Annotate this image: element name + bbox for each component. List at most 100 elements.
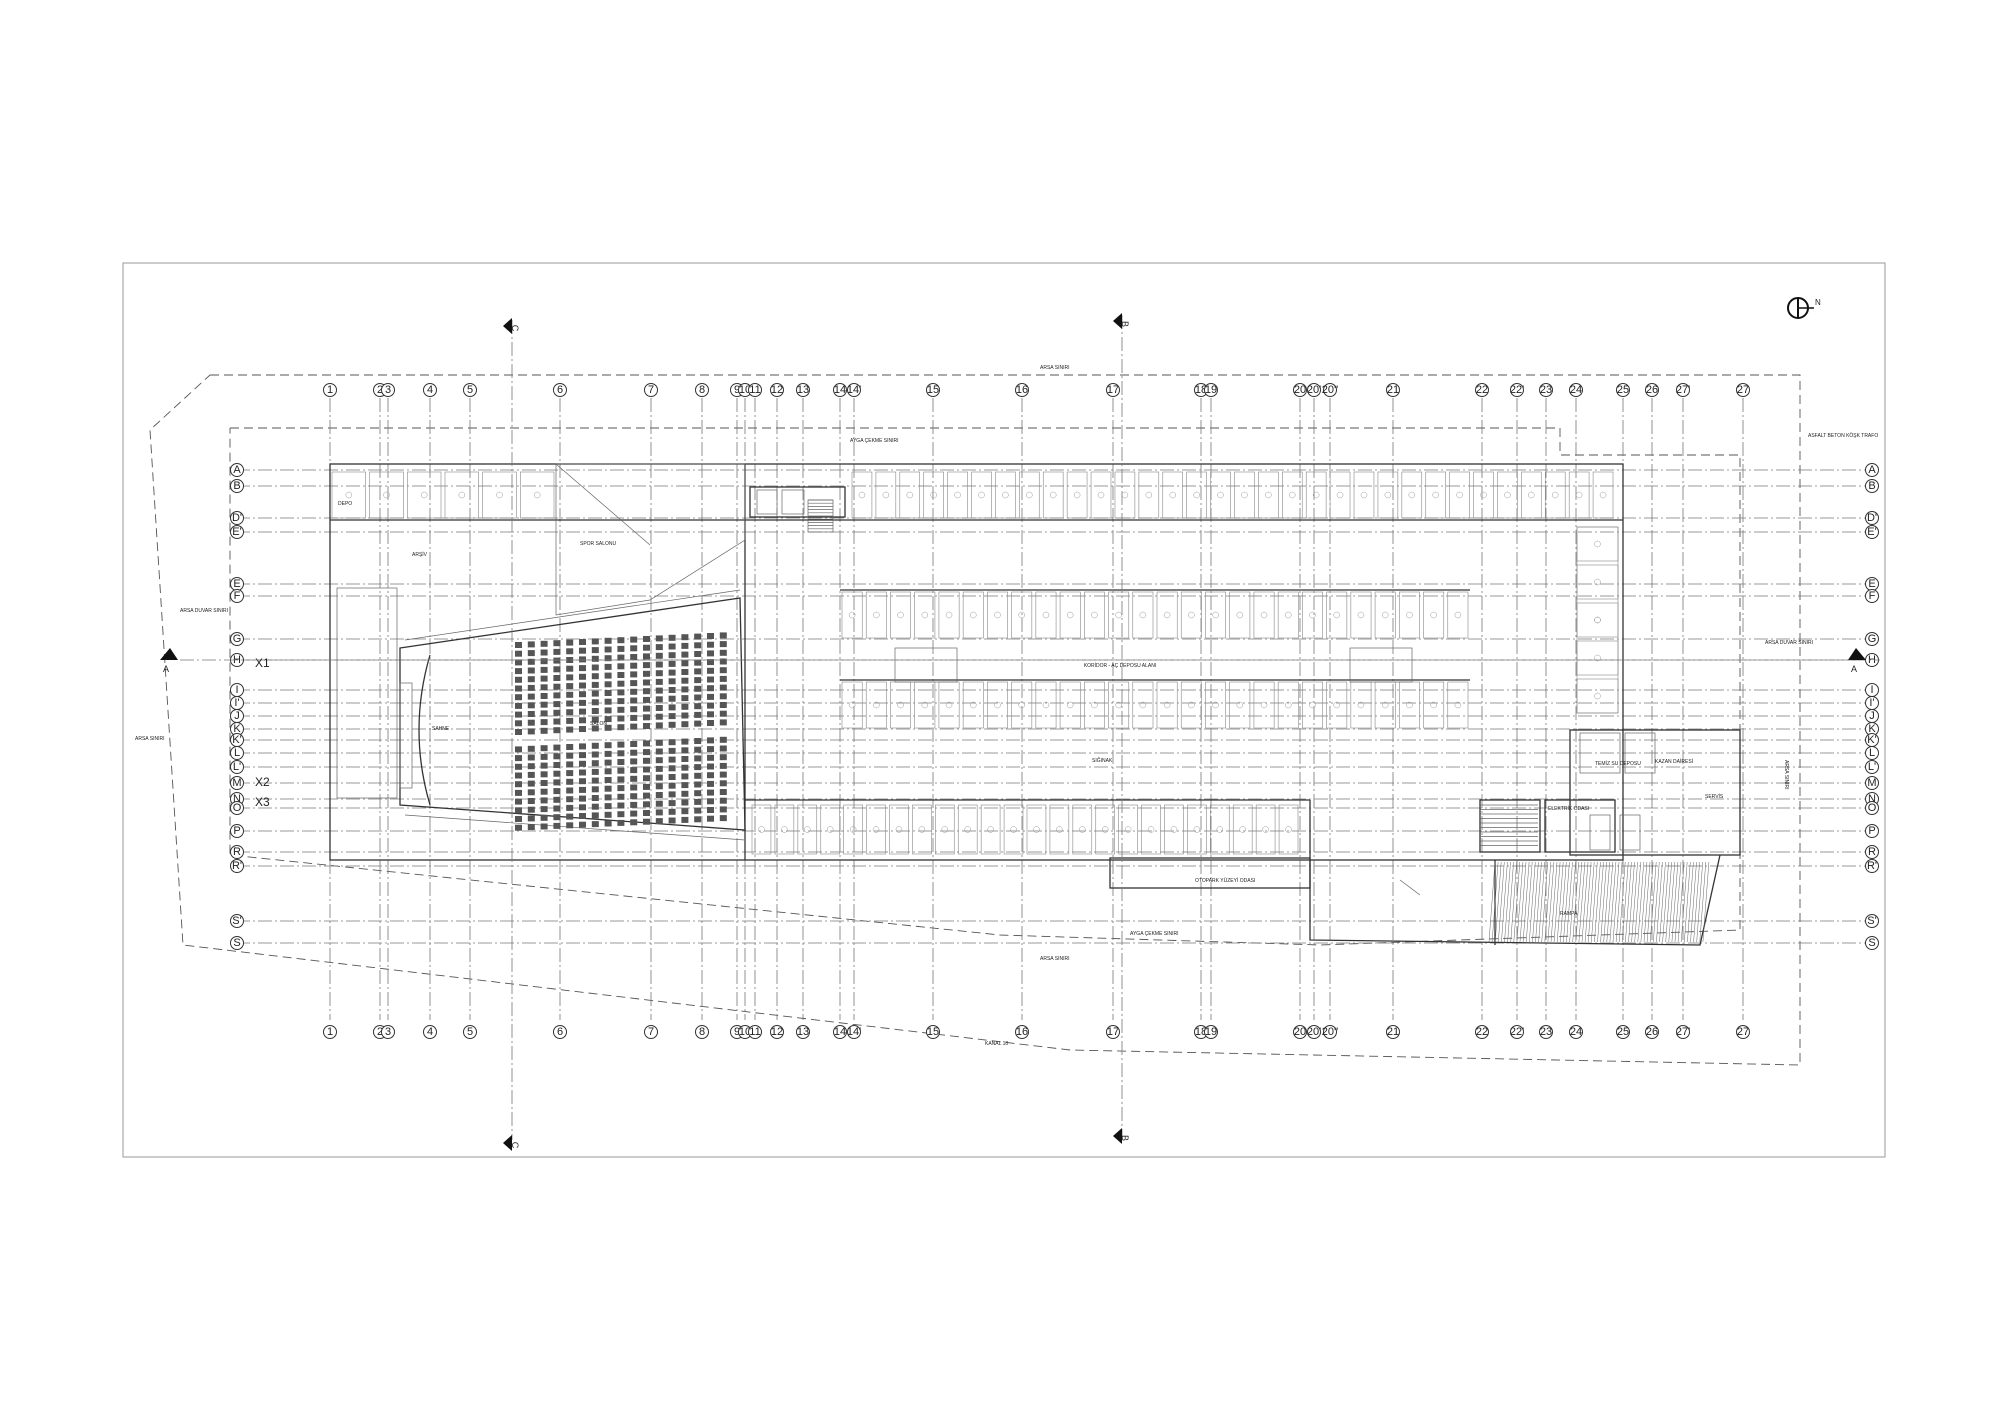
- seat: [515, 789, 522, 796]
- seat: [540, 753, 548, 760]
- seat: [527, 702, 535, 709]
- column-axis-label: 22: [1476, 384, 1488, 396]
- column-bubble-bottom: 20': [1307, 1025, 1321, 1039]
- seat: [540, 762, 548, 769]
- seat: [719, 806, 727, 813]
- parking-bay: [890, 591, 911, 639]
- parking-bay: [1162, 471, 1183, 519]
- column-bubble-top: 3: [381, 383, 395, 397]
- column-axis-label: 24: [1570, 384, 1582, 396]
- label-right-wall: ARSA DUVAR SINIRI: [1765, 640, 1813, 646]
- seat: [527, 824, 535, 831]
- seat: [515, 642, 522, 648]
- auditorium-seating: [515, 632, 727, 831]
- column-bubble-top: 20': [1307, 383, 1321, 397]
- column-axis-label: 5: [467, 384, 473, 396]
- row-bubble-right: K': [1865, 733, 1879, 747]
- seat: [681, 773, 689, 780]
- seat: [643, 670, 650, 677]
- parking-bay: [1576, 602, 1619, 638]
- seat: [617, 698, 625, 705]
- label-clean-water: TEMİZ SU DEPOSU: [1595, 760, 1641, 767]
- row-bubble-right: L: [1865, 746, 1879, 760]
- column-axis-label: 5: [467, 1026, 473, 1038]
- row-axis-label: K: [233, 723, 241, 735]
- parking-bay: [1350, 591, 1372, 639]
- seat: [591, 708, 599, 714]
- seat: [719, 675, 727, 682]
- seat: [566, 822, 574, 829]
- label-corridor: KORİDOR - AÇ DEPOSU ALANI: [1084, 662, 1157, 669]
- parking-bay: [1210, 804, 1230, 855]
- seat: [643, 662, 650, 669]
- column-axis-label: 15: [927, 384, 939, 396]
- seat: [540, 780, 548, 786]
- seat: [553, 727, 561, 734]
- seat: [515, 729, 522, 735]
- column-axis-label: 17: [1107, 384, 1119, 396]
- seat: [630, 810, 638, 817]
- parking-bay: [1253, 681, 1275, 729]
- seat: [630, 636, 638, 643]
- seat: [579, 760, 586, 767]
- column-axis-label: 6: [557, 384, 563, 396]
- seat: [668, 687, 676, 693]
- column-axis-label: 7: [648, 384, 654, 396]
- parking-bay: [889, 804, 909, 855]
- seat: [604, 803, 612, 810]
- auditorium: [336, 463, 746, 841]
- seat: [591, 786, 599, 793]
- seat: [591, 812, 599, 819]
- column-axis-label: 20: [1294, 1026, 1306, 1038]
- seat: [617, 724, 625, 731]
- column-axis-label: 9: [734, 1026, 740, 1038]
- seat: [617, 645, 625, 652]
- seat: [655, 705, 663, 711]
- seat: [527, 815, 535, 822]
- parking-bay: [1118, 804, 1138, 855]
- column-bubble-bottom: 22': [1510, 1025, 1524, 1039]
- seat: [707, 693, 714, 700]
- section-b-label-top: B: [1120, 321, 1130, 327]
- seat: [527, 684, 535, 691]
- seat: [604, 759, 612, 766]
- seat: [707, 685, 714, 692]
- seat: [694, 642, 702, 649]
- column-axis-label: 17: [1107, 1026, 1119, 1038]
- seat: [553, 666, 561, 673]
- seat: [591, 725, 599, 732]
- parking-bay: [1544, 471, 1566, 519]
- column-bubble-top: 25: [1616, 383, 1630, 397]
- column-bubble-top: 26: [1645, 383, 1659, 397]
- parking-bay: [1282, 471, 1303, 519]
- column-bubble-bottom: 5: [463, 1025, 477, 1039]
- parking-bay: [1592, 471, 1614, 519]
- section-c-label-top: C: [510, 325, 520, 332]
- seat: [553, 648, 561, 655]
- column-axis-label: 25: [1617, 1026, 1629, 1038]
- section-b: B B: [1113, 313, 1130, 1144]
- seat: [527, 641, 535, 648]
- seat: [527, 711, 535, 717]
- setback-line: [229, 427, 1741, 946]
- seat: [630, 749, 638, 756]
- column-bubble-top: 17: [1106, 383, 1120, 397]
- row-axis-label: A: [1868, 464, 1876, 476]
- seat: [681, 782, 689, 789]
- parking-bay: [987, 591, 1008, 639]
- seat: [591, 777, 599, 784]
- parking-bay: [1423, 591, 1445, 639]
- seat: [540, 823, 548, 830]
- seat: [617, 819, 625, 826]
- seat: [604, 637, 612, 644]
- column-bubble-bottom: 4: [423, 1025, 437, 1039]
- column-axis-label: 14': [847, 384, 861, 396]
- seat: [707, 789, 714, 796]
- seat: [566, 787, 574, 794]
- seat: [515, 807, 522, 814]
- column-bubble-bottom: 13: [796, 1025, 810, 1039]
- label-boundary-bottom: ARSA SINIRI: [1040, 956, 1069, 962]
- column-bubble-bottom: 22: [1475, 1025, 1489, 1039]
- seat: [540, 788, 548, 795]
